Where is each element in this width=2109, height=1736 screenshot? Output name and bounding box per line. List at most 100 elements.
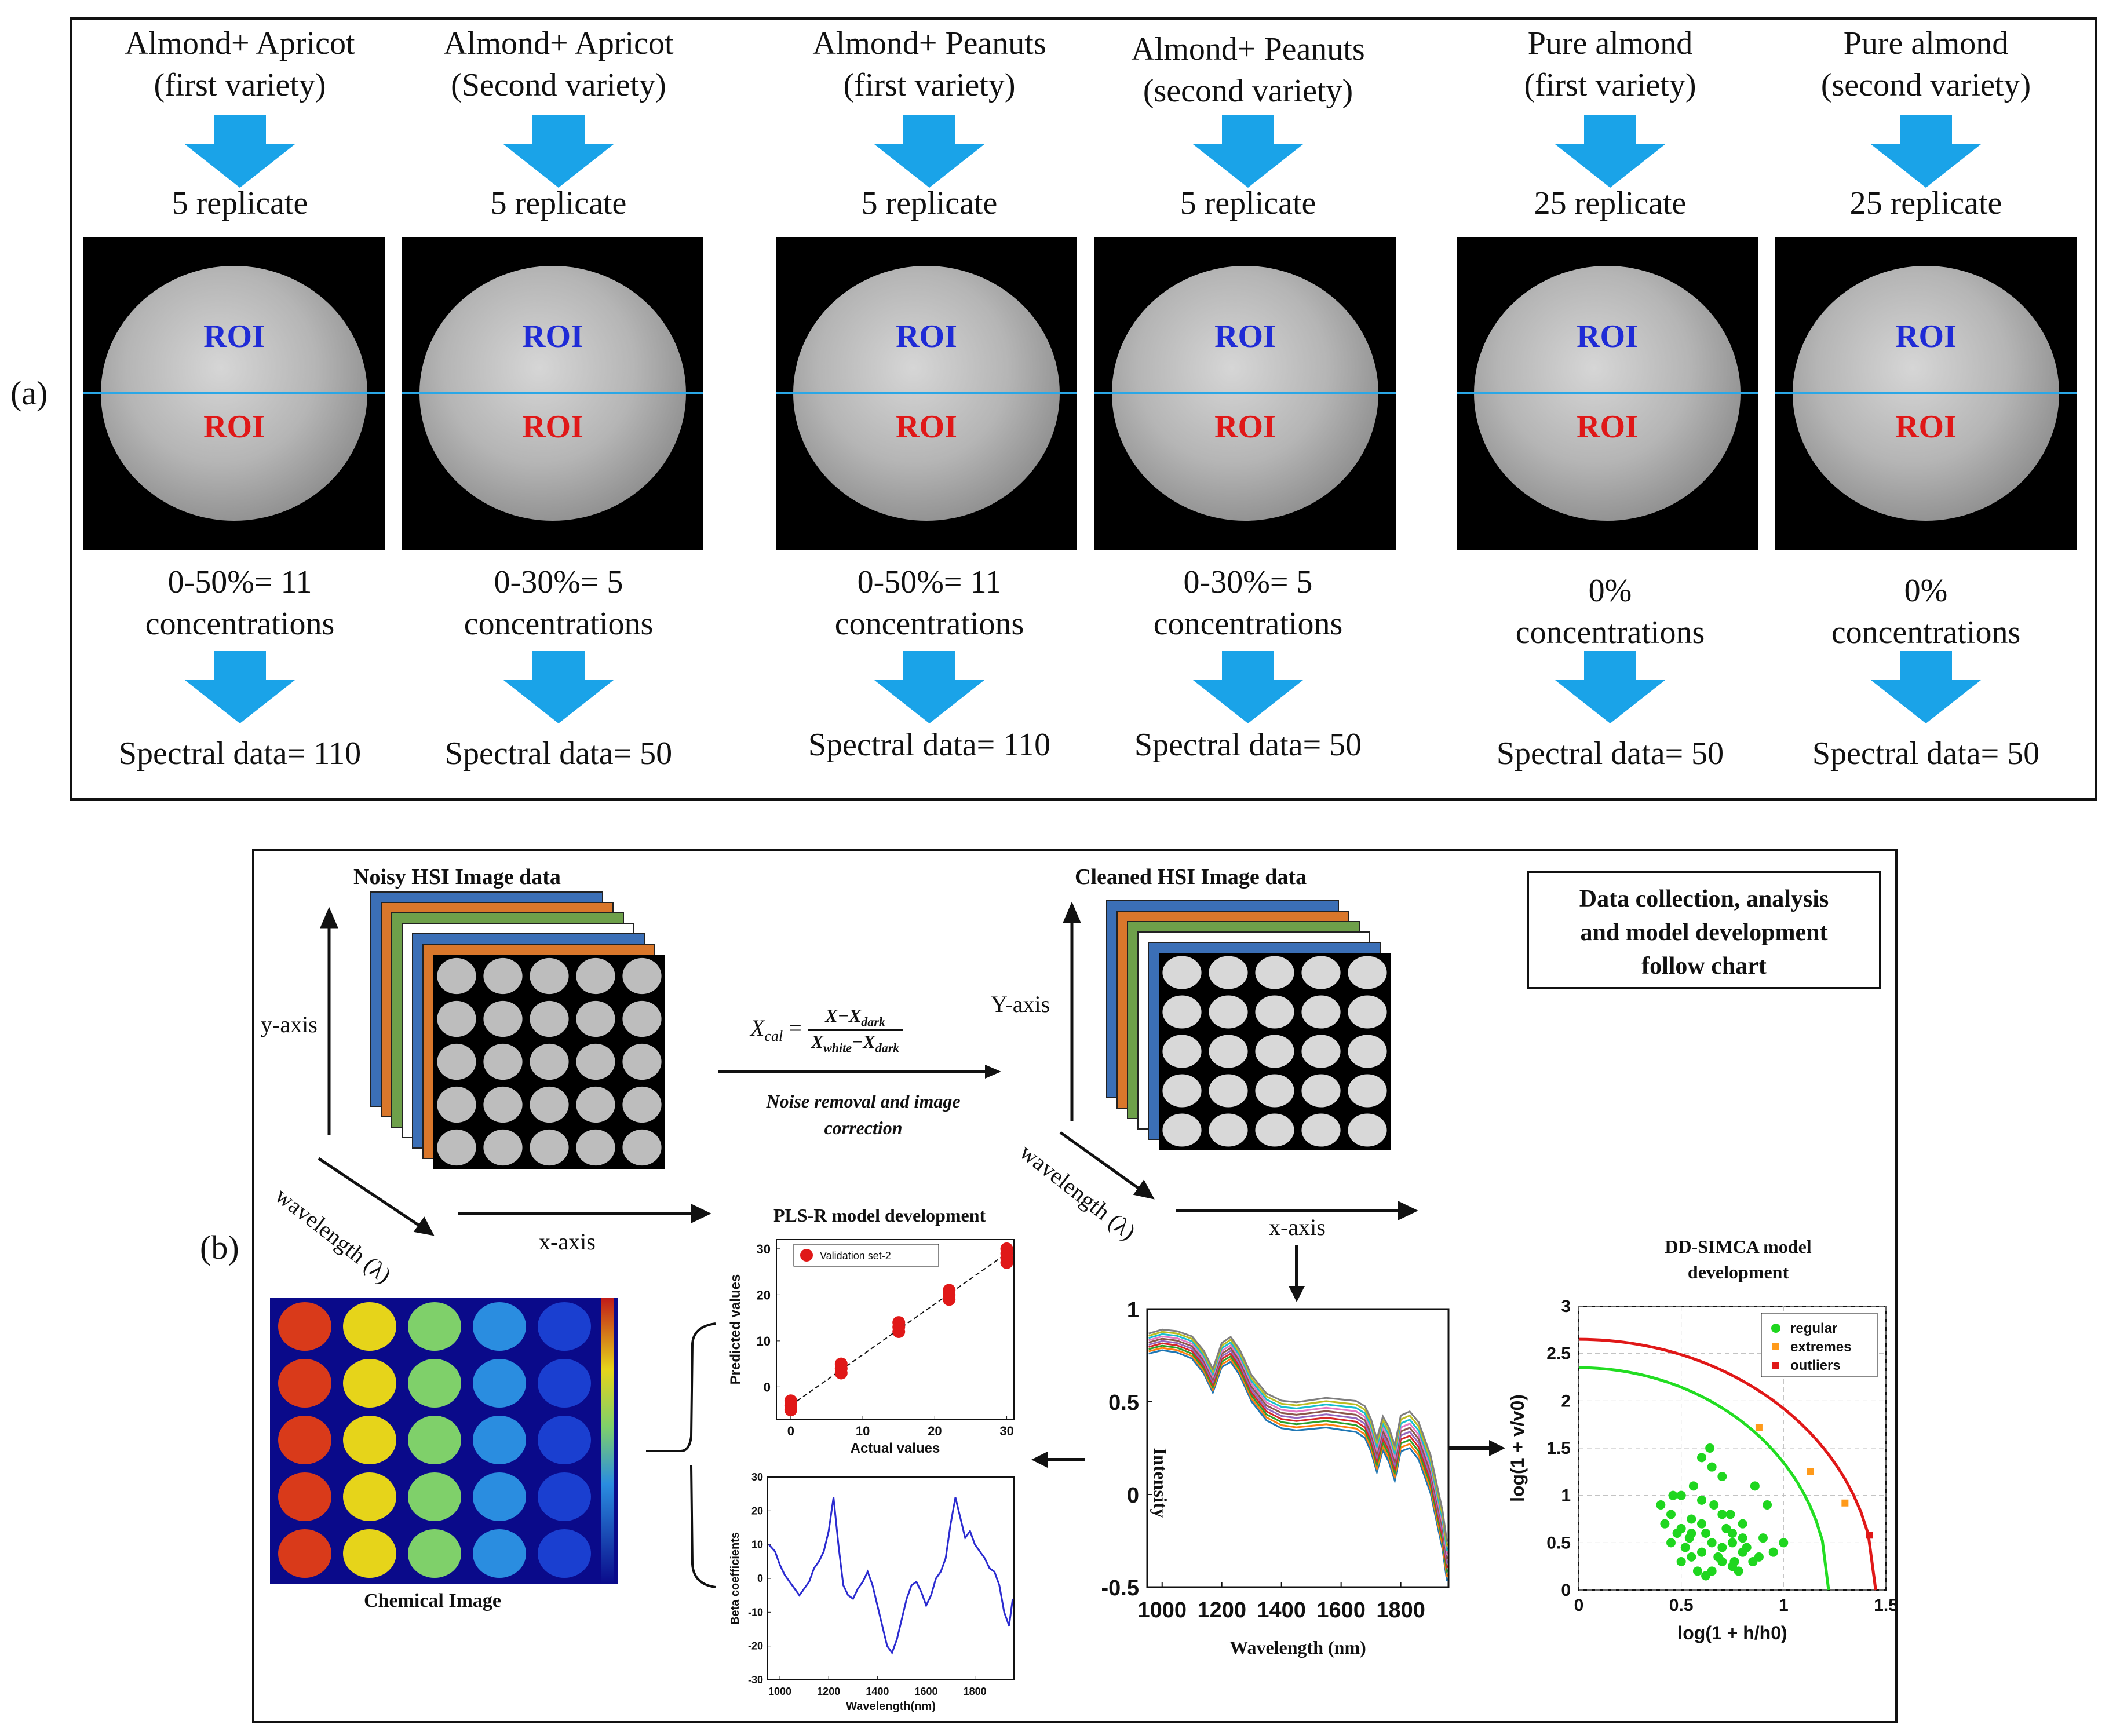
concentration-line1: 0-30%= 5: [1183, 564, 1313, 600]
formula-arrow: [718, 1065, 1001, 1079]
data-point: [1000, 1242, 1013, 1255]
chemical-spot: [408, 1359, 461, 1408]
legend-label: regular: [1790, 1321, 1837, 1336]
regular-point: [1692, 1566, 1702, 1576]
chemical-spot: [473, 1416, 526, 1464]
chemical-spot: [408, 1529, 461, 1578]
sample-spot: [437, 1086, 476, 1123]
sample-spot: [1162, 995, 1202, 1029]
formula-den-b-sub: dark: [875, 1040, 900, 1055]
sample-spot: [530, 1000, 569, 1037]
sample-image: ROI ROI: [1457, 237, 1758, 550]
y-tick-label: 20: [757, 1288, 771, 1302]
y-tick-label: 1: [1561, 1486, 1571, 1505]
down-arrow-icon: [1193, 651, 1303, 723]
spectrum-line: [1148, 1337, 1448, 1560]
sample-title-line2: (first variety): [1524, 67, 1696, 103]
replicate-count: 5 replicate: [1180, 185, 1316, 221]
chemical-spot: [343, 1416, 396, 1464]
concentration-line2: concentrations: [834, 606, 1024, 642]
formula-num-sub: dark: [861, 1014, 885, 1029]
spectrum-line: [1148, 1333, 1448, 1551]
sample-title-line2: (first variety): [843, 67, 1016, 103]
regular-point: [1717, 1472, 1727, 1481]
regular-point: [1729, 1557, 1739, 1566]
y-axis-label: Intensity: [1150, 1448, 1171, 1518]
y-tick-label: 2: [1561, 1391, 1571, 1410]
sample-spot: [1348, 956, 1387, 989]
sample-image: ROI ROI: [1094, 237, 1396, 550]
y-tick-label: 1: [1127, 1298, 1139, 1322]
y-tick-label: 1.5: [1546, 1439, 1571, 1458]
sample-column: Almond+ Apricot (Second variety) 5 repli…: [402, 20, 715, 803]
chemical-spot: [408, 1416, 461, 1464]
x-tick-label: 1600: [914, 1686, 937, 1697]
roi-divider-line: [776, 392, 1077, 394]
data-point: [834, 1357, 848, 1370]
panel-b-frame: [252, 849, 1898, 1723]
chemical-spot: [538, 1359, 591, 1408]
concentration-text: 0% concentrations: [1454, 570, 1767, 653]
noisy-x-axis-label: x-axis: [539, 1229, 596, 1255]
concentration-line2: concentrations: [145, 606, 335, 642]
chemical-spot: [343, 1302, 396, 1351]
chemical-spot: [473, 1472, 526, 1521]
ddsimca-title: DD-SIMCA model development: [1622, 1234, 1854, 1285]
regular-point: [1697, 1453, 1706, 1463]
sample-title-line1: Almond+ Apricot: [125, 25, 355, 61]
sample-spot: [576, 1129, 615, 1166]
regular-point: [1738, 1533, 1747, 1543]
sample-spot: [1348, 995, 1387, 1029]
chemical-spot: [473, 1359, 526, 1408]
spectrum-line: [1148, 1331, 1448, 1547]
sample-spot: [1162, 956, 1202, 989]
sample-spot: [437, 957, 476, 995]
sample-spot: [437, 1043, 476, 1080]
regular-point: [1768, 1547, 1778, 1557]
spectral-data-count: Spectral data= 110: [118, 736, 362, 772]
replicate-count: 25 replicate: [1534, 185, 1687, 221]
regular-point: [1697, 1519, 1706, 1529]
sample-spot: [437, 1000, 476, 1037]
spectral-data-count: Spectral data= 50: [1812, 736, 2040, 772]
sample-title: Almond+ Peanuts (second variety): [1092, 28, 1404, 112]
sample-spot: [622, 1000, 662, 1037]
noisy-hsi-cube: [348, 891, 689, 1216]
sample-column: Almond+ Apricot (first variety) 5 replic…: [83, 20, 396, 803]
legend-marker: [800, 1249, 813, 1262]
regular-point: [1717, 1543, 1727, 1552]
sample-spot: [483, 1043, 523, 1080]
sample-spot: [483, 1129, 523, 1166]
chemical-spot: [473, 1302, 526, 1351]
roi-bottom-label: ROI: [1577, 409, 1638, 445]
down-arrow-to-spectra: [1289, 1245, 1305, 1302]
regular-point: [1676, 1490, 1686, 1500]
regular-point: [1660, 1519, 1670, 1529]
y-tick-label: 10: [751, 1539, 763, 1551]
panel-a-label: (a): [10, 374, 48, 412]
y-tick-label: -10: [748, 1606, 763, 1618]
y-tick-label: 30: [751, 1471, 763, 1483]
sample-column: Pure almond (second variety) 25 replicat…: [1769, 20, 2082, 803]
roi-divider-line: [1457, 392, 1758, 394]
formula-num: X−X: [825, 1005, 862, 1026]
chemical-image: [270, 1298, 618, 1584]
sample-spot: [1301, 1113, 1341, 1147]
sample-spot: [483, 1000, 523, 1037]
legend-label: extremes: [1790, 1339, 1851, 1355]
formula-den-a: X: [811, 1031, 824, 1052]
chemical-spot: [343, 1472, 396, 1521]
down-arrow-icon: [185, 651, 295, 723]
regular-point: [1668, 1490, 1678, 1500]
down-arrow-icon: [1555, 115, 1665, 188]
sample-spot: [576, 1000, 615, 1037]
spectral-data-count: Spectral data= 50: [1496, 736, 1724, 772]
concentration-text: 0-50%= 11 concentrations: [83, 561, 396, 645]
formula-lhs: X: [750, 1015, 765, 1041]
regular-point: [1713, 1552, 1723, 1562]
legend-marker: [1772, 1343, 1779, 1350]
sample-spot: [1209, 956, 1248, 989]
concentration-text: 0-50%= 11 concentrations: [773, 561, 1086, 645]
legend-label: Validation set-2: [820, 1250, 891, 1262]
